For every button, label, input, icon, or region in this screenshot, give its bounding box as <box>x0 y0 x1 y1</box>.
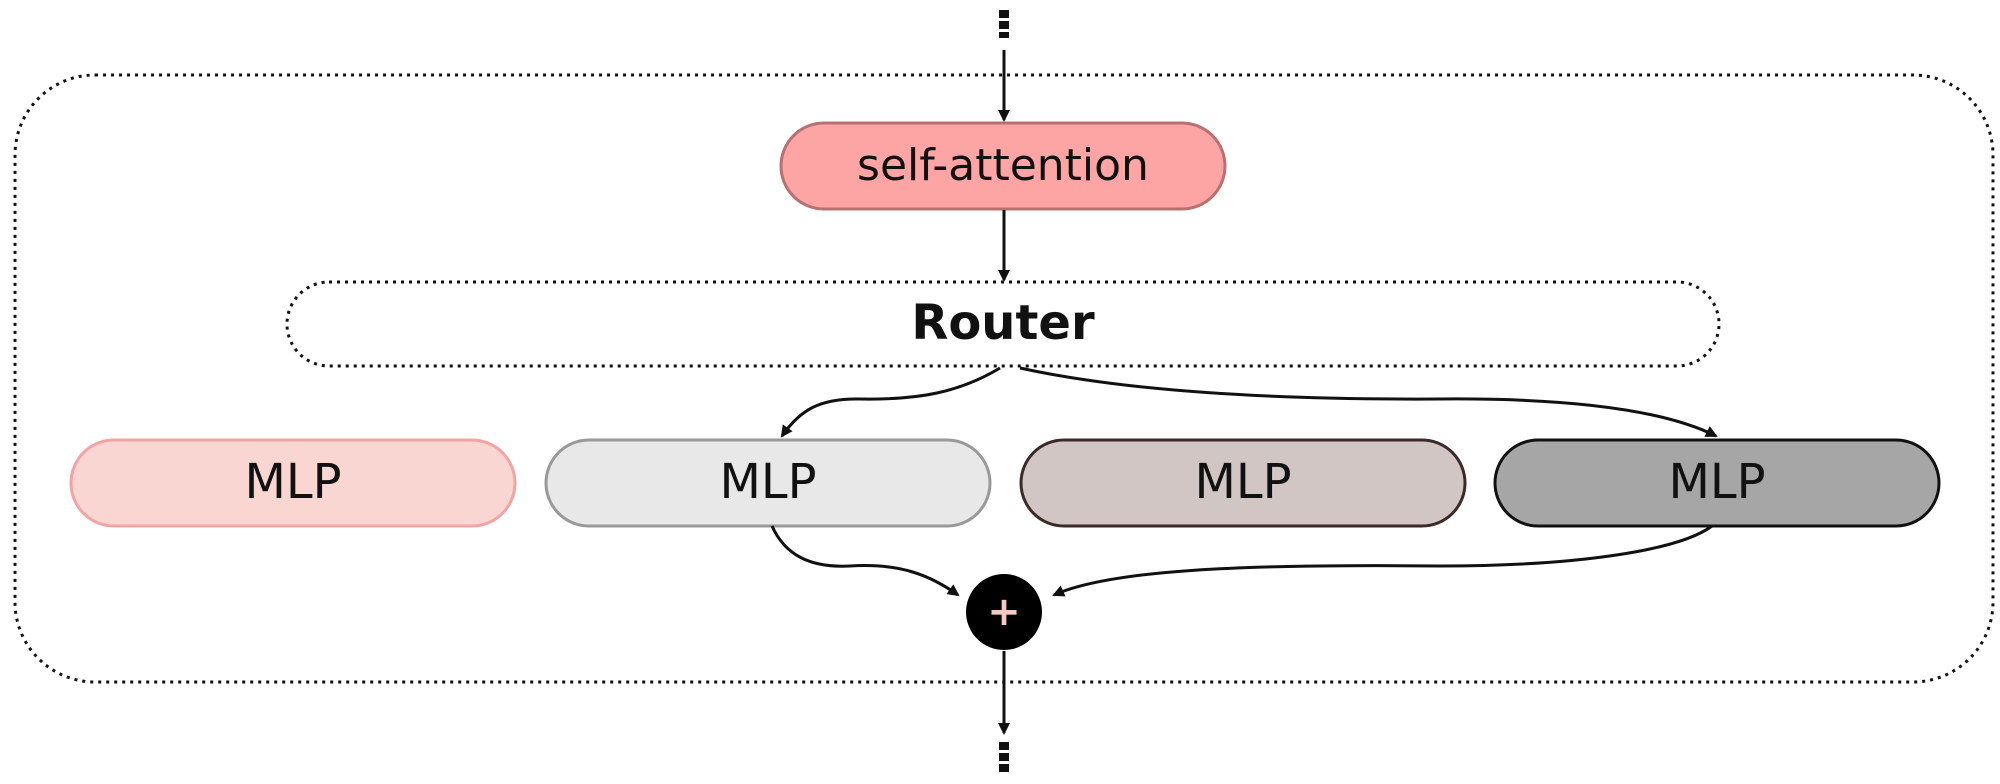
router-box <box>285 280 1721 368</box>
expert-mlp-3: MLP <box>1019 438 1467 528</box>
expert-mlp-label: MLP <box>1194 454 1291 510</box>
self-attention-label: self-attention <box>857 140 1149 191</box>
plus-icon: + <box>987 589 1021 635</box>
expert-mlp-label: MLP <box>244 454 341 510</box>
bottom-continuation-dots <box>999 742 1009 772</box>
router-to-expert-4-arrow <box>1019 366 1718 438</box>
router-label: Router <box>911 295 1095 351</box>
expert-mlp-label: MLP <box>1668 454 1765 510</box>
self-attention-block: self-attention <box>779 121 1227 211</box>
router-to-expert-2-arrow <box>780 366 1001 438</box>
expert-mlp-label: MLP <box>719 454 816 510</box>
expert-mlp-box <box>1019 438 1467 528</box>
router-block: Router <box>285 280 1721 368</box>
combine-circle <box>966 574 1042 650</box>
expert-2-to-combine-arrow <box>770 525 960 597</box>
expert-4-to-combine-arrow <box>1052 524 1713 597</box>
expert-mlp-4: MLP <box>1493 438 1941 528</box>
expert-mlp-1: MLP <box>69 438 517 528</box>
combine-node: + <box>966 574 1042 650</box>
expert-mlp-box <box>544 438 992 528</box>
expert-mlp-2: MLP <box>544 438 992 528</box>
expert-mlp-box <box>69 438 517 528</box>
expert-mlp-box <box>1493 438 1941 528</box>
top-continuation-dots <box>999 10 1009 38</box>
self-attention-box <box>779 121 1227 211</box>
